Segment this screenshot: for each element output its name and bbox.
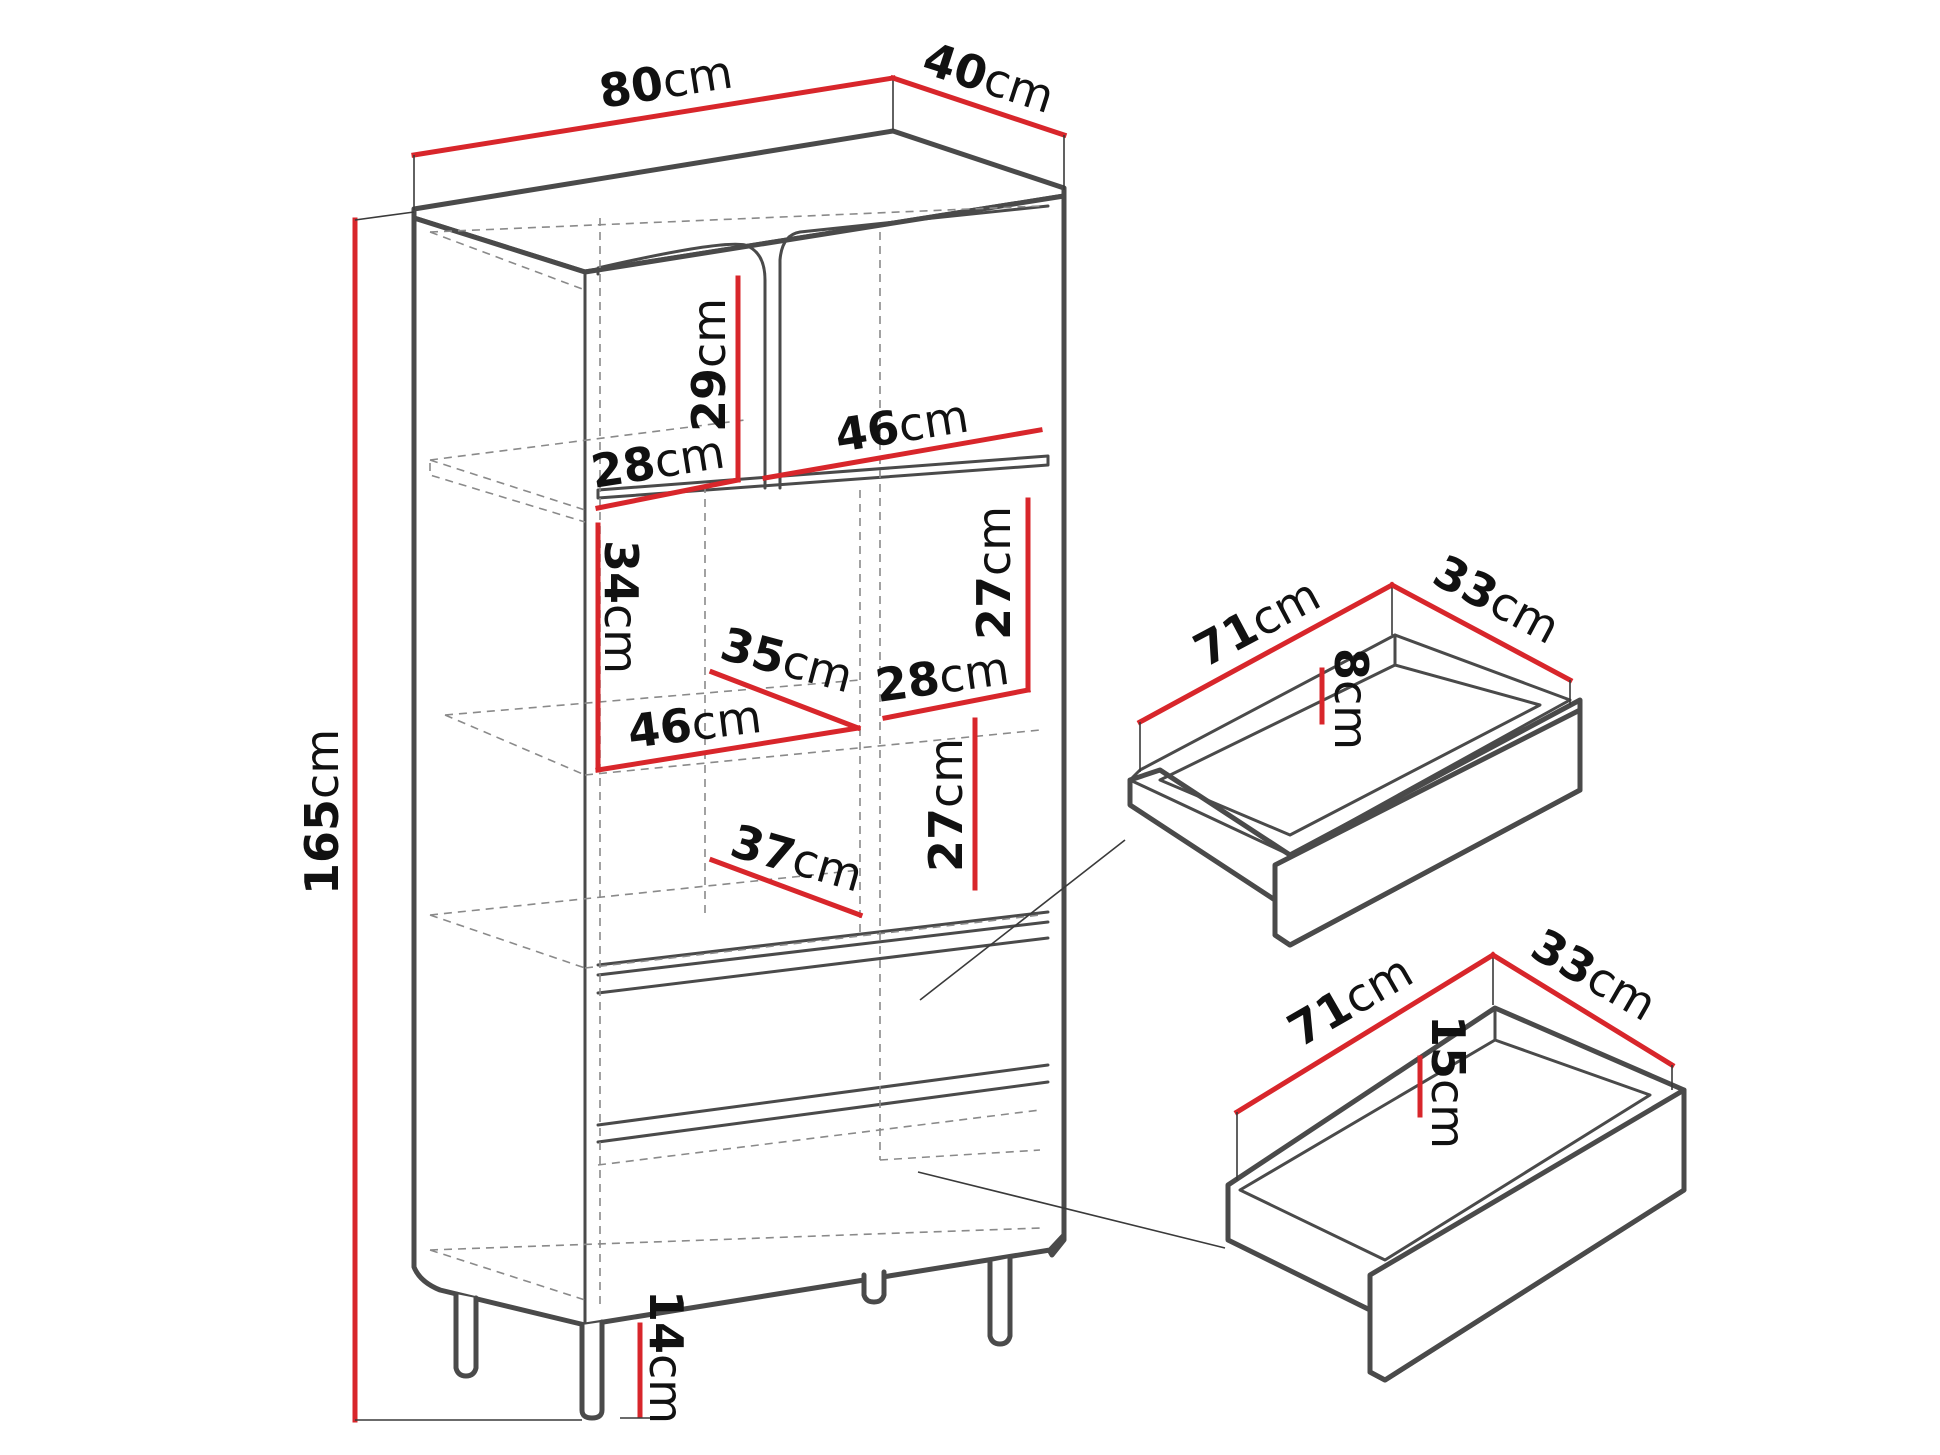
drawer-front-upper: [596, 920, 1050, 995]
cabinet-drawing: [411, 128, 1067, 1421]
dim-line-top-left-28: [595, 477, 741, 511]
leg-front-right: [987, 1255, 1013, 1347]
drawer-1-front-panel: [1272, 707, 1583, 948]
leg-back-left: [453, 1291, 479, 1379]
drawer-1-box: [1128, 633, 1572, 857]
label-top-right-46: 46cm: [831, 389, 972, 463]
hidden-edges: [429, 205, 1041, 1305]
drawer-1-drawing: [1127, 633, 1583, 948]
label-low-right-27: 27cm: [919, 738, 973, 872]
label-top-left-29: 29cm: [682, 298, 736, 432]
shelf-1: [596, 454, 1050, 500]
label-mid-left-46: 46cm: [625, 689, 765, 759]
dim-line-width-80: [411, 75, 896, 158]
leader-drawer-2: [917, 1171, 1226, 1249]
leader-drawer-1: [919, 839, 1126, 1001]
label-width-80: 80cm: [595, 45, 736, 119]
drawer-front-lower: [596, 1063, 1050, 1144]
dim-line-drawer-2-depth: [1489, 951, 1676, 1069]
dim-line-mid-left-46: [595, 725, 861, 773]
dim-line-mid-left-35: [708, 668, 862, 732]
shelf-lower: [596, 910, 1050, 967]
label-drawer-2-height: 15cm: [1421, 1015, 1475, 1149]
drawer-2-inner: [1238, 1006, 1652, 1262]
dim-line-drawer-1-depth: [1388, 581, 1574, 684]
label-mid-left-34: 34cm: [594, 540, 648, 674]
dim-line-top-right-46: [762, 427, 1043, 481]
label-drawer-1-height: 8cm: [1324, 648, 1378, 750]
drawer-2-drawing: [1225, 1005, 1687, 1383]
drawer-2-front-panel: [1367, 1087, 1687, 1383]
dim-line-mid-right-28: [882, 687, 1031, 721]
label-leg-14: 14cm: [639, 1290, 693, 1424]
dim-line-drawer-2-width: [1233, 951, 1497, 1116]
dim-line-depth-40: [889, 74, 1068, 139]
dimension-lines: [352, 74, 1676, 1423]
label-mid-right-28: 28cm: [872, 641, 1012, 713]
dim-line-drawer-1-width: [1136, 581, 1396, 726]
label-top-left-28: 28cm: [587, 425, 728, 499]
top-arch-opening: [596, 204, 1050, 490]
leg-front-left: [579, 1319, 605, 1421]
leg-back-right: [861, 1269, 887, 1305]
dim-line-low-37: [708, 856, 864, 919]
label-mid-right-27: 27cm: [967, 506, 1021, 640]
label-height-165: 165cm: [295, 729, 349, 895]
cabinet-legs: [453, 1255, 1013, 1421]
drawer-1-inner: [1158, 633, 1542, 837]
